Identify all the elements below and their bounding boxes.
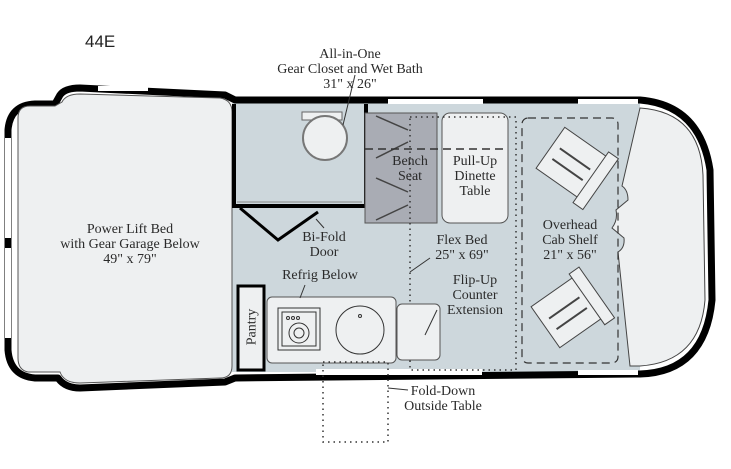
label-refrig: Refrig Below — [282, 268, 358, 283]
toilet-icon — [302, 115, 348, 161]
window — [98, 86, 148, 91]
pantry — [236, 284, 266, 372]
counter-extension — [396, 303, 441, 361]
flex-bed-outline — [409, 116, 517, 371]
bifold-door-icon — [239, 206, 319, 242]
outer-wall — [4, 84, 716, 392]
bed — [17, 93, 233, 384]
model-name: 44E — [85, 32, 116, 51]
stove-icon — [277, 307, 321, 351]
window — [5, 138, 11, 238]
dinette-table — [441, 112, 509, 224]
cab-shelf-outline — [521, 117, 619, 364]
bench-seat — [364, 112, 438, 224]
window — [388, 99, 483, 104]
window — [578, 370, 638, 375]
window — [316, 369, 482, 375]
driver-seat-icon — [535, 126, 620, 211]
sink-icon — [335, 305, 385, 355]
galley-counter — [266, 296, 397, 364]
label-pantry: Pantry — [244, 308, 259, 346]
outside-table-outline — [322, 361, 389, 443]
window — [5, 248, 11, 338]
passenger-seat-icon — [530, 266, 616, 349]
window — [578, 99, 638, 104]
cab-dash — [611, 107, 706, 367]
